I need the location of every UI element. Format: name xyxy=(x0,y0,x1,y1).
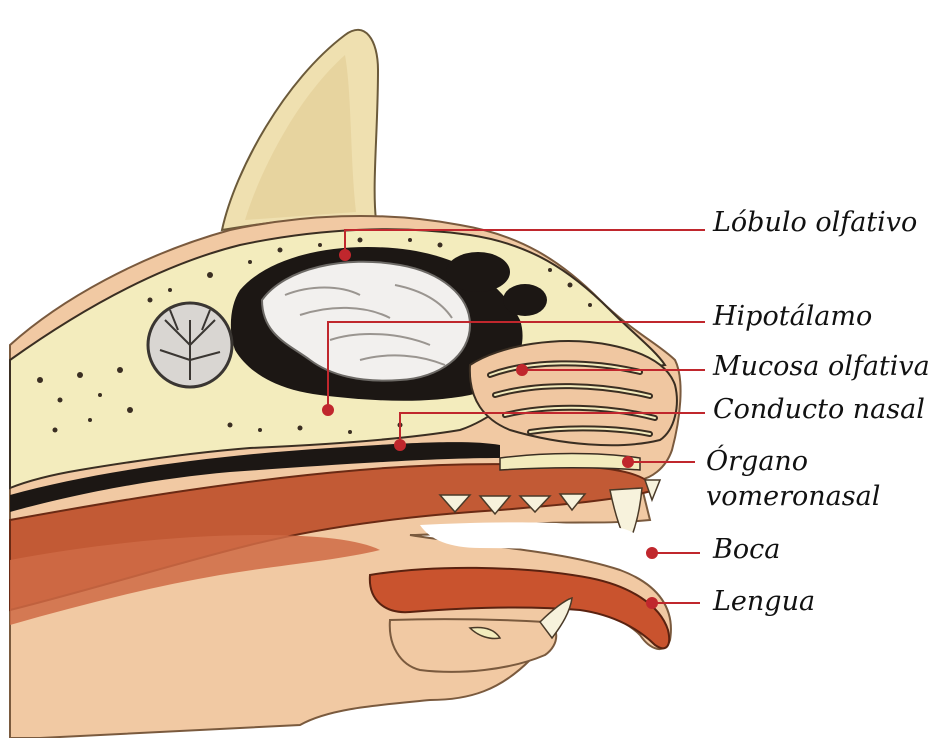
label-hypothalamus: Hipotálamo xyxy=(713,300,872,334)
label-vomeronasal-line2: vomeronasal xyxy=(706,480,880,514)
label-tongue: Lengua xyxy=(713,585,815,619)
label-mouth: Boca xyxy=(713,533,780,567)
sinus-small xyxy=(503,284,547,316)
label-nasal-duct: Conducto nasal xyxy=(713,393,925,427)
frontal-sinus xyxy=(446,252,510,292)
label-vomeronasal-line1: Órgano xyxy=(706,445,808,479)
label-olfactory-mucosa: Mucosa olfativa xyxy=(713,350,930,384)
vomeronasal-strip xyxy=(500,454,640,471)
label-olfactory-lobe: Lóbulo olfativo xyxy=(713,206,917,240)
